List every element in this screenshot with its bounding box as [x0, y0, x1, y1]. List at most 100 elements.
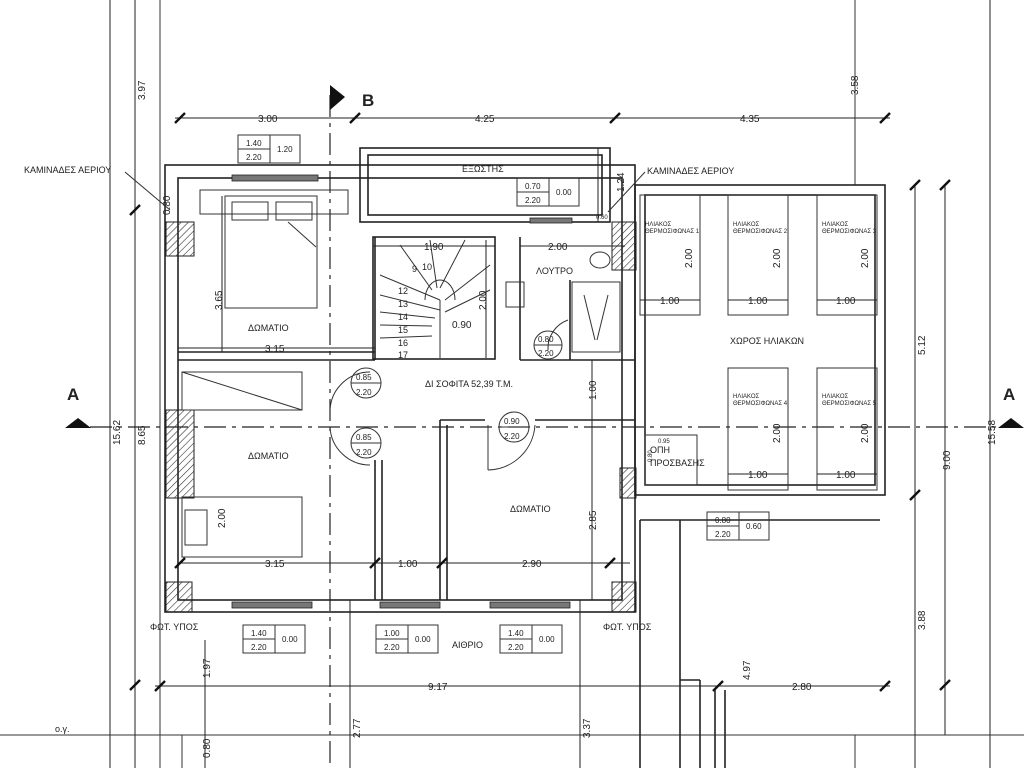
section-a-right-label: A — [1003, 385, 1015, 404]
window-sill: 0.00 — [415, 635, 431, 644]
section-b-arrow-icon — [330, 85, 345, 110]
heater-label: ΘΕΡΜΟΣΙΦΩΝΑΣ 4 — [733, 401, 788, 407]
solar-heater-4: ΗΛΙΑΚΟΣ ΘΕΡΜΟΣΙΦΩΝΑΣ 4 2.00 1.00 — [727, 367, 789, 491]
door-tags: 0.80 2.20 0.852.20 0.852.20 0.90 2.20 — [329, 319, 569, 471]
door-width: 0.80 — [538, 335, 554, 344]
dim-stair-gap: 0.90 — [452, 320, 472, 331]
dim-top-3: 4.35 — [740, 114, 760, 125]
dim-bedroom3-width: 2.90 — [522, 559, 542, 570]
dim-right-2: 5.12 — [917, 335, 928, 355]
dim-top-2: 4.25 — [475, 114, 495, 125]
stair-number: 17 — [398, 350, 408, 360]
dim-bedroom1-width: 3.15 — [265, 344, 285, 355]
dim-bottom-3: 2.77 — [352, 718, 363, 738]
heater-label: ΗΛΙΑΚΟΣ — [733, 394, 759, 400]
section-a-right-arrow-icon — [998, 418, 1024, 428]
heater-width: 1.00 — [836, 296, 856, 307]
stair-number: 14 — [398, 312, 408, 322]
room-label-bedroom-3: ΔΩΜΑΤΙΟ — [510, 504, 551, 514]
toilet — [589, 251, 611, 269]
window-width: 1.00 — [384, 629, 400, 638]
solar-heater-5: ΗΛΙΑΚΟΣ ΘΕΡΜΟΣΙΦΩΝΑΣ 5 2.00 1.00 — [816, 367, 878, 491]
dim-left-pipe: 0.80 — [162, 195, 173, 215]
heater-height: 2.00 — [684, 248, 695, 268]
stair-number: 13 — [398, 299, 408, 309]
solar-heaters: ΗΛΙΑΚΟΣ ΘΕΡΜΟΣΙΦΩΝΑΣ 1 2.00 1.00 ΗΛΙΑΚΟΣ… — [639, 194, 878, 491]
window-tag-3: 0.802.200.60 — [706, 511, 770, 541]
window-width: 1.40 — [251, 629, 267, 638]
heater-label: ΗΛΙΑΚΟΣ — [822, 222, 848, 228]
light-shaft-label-left: ΦΩΤ. ΥΠΟΣ — [150, 622, 199, 632]
heater-label: ΗΛΙΑΚΟΣ — [822, 394, 848, 400]
dim-hatch-height: 0.80 — [648, 450, 654, 462]
heater-label: ΘΕΡΜΟΣΙΦΩΝΑΣ 2 — [733, 229, 788, 235]
stair-number: 9 — [412, 264, 417, 274]
chimney-label-left: ΚΑΜΙΝΑΔΕΣ ΑΕΡΙΟΥ — [24, 165, 111, 175]
door-tag-2: 0.852.20 — [350, 367, 382, 399]
dim-stair-width: 1.90 — [424, 242, 444, 253]
heater-width: 1.00 — [748, 470, 768, 481]
window-tag-6: 1.40 2.20 0.00 — [499, 624, 563, 654]
window-tag-4: 1.40 2.20 0.00 — [242, 624, 306, 654]
dim-bedroom2-width: 3.15 — [265, 559, 285, 570]
section-a-left-label: A — [67, 385, 79, 404]
heater-label: ΗΛΙΑΚΟΣ — [733, 222, 759, 228]
window-sill: 0.00 — [539, 635, 555, 644]
dim-left-4: 1.97 — [202, 658, 213, 678]
window-width: 1.40 — [246, 139, 262, 148]
heater-height: 2.00 — [860, 248, 871, 268]
window-width: 1.40 — [508, 629, 524, 638]
door-width: 0.90 — [504, 417, 520, 426]
dimension-lines: 3.00 4.25 4.35 3.97 15.62 8.65 1.97 0.80… — [55, 0, 998, 768]
heater-width: 1.00 — [836, 470, 856, 481]
window-tag-1: 1.402.201.20 — [237, 134, 301, 164]
heater-height: 2.00 — [772, 248, 783, 268]
window-height: 2.20 — [525, 196, 541, 205]
stair-number: 12 — [398, 286, 408, 296]
dim-bedroom3-height: 2.85 — [588, 510, 599, 530]
solar-heater-3: ΗΛΙΑΚΟΣ ΘΕΡΜΟΣΙΦΩΝΑΣ 3 2.00 1.00 — [816, 194, 878, 316]
dim-bath-door: 1.00 — [588, 380, 599, 400]
window-width: 0.70 — [525, 182, 541, 191]
dim-bath-width: 2.00 — [548, 242, 568, 253]
window-sill: 0.60 — [746, 522, 762, 531]
section-a-left-arrow-icon — [65, 418, 91, 428]
window-tags: 1.402.201.20 0.702.200.00 0.802.200.60 1… — [237, 134, 770, 654]
window-width: 0.80 — [715, 516, 731, 525]
heater-label: ΘΕΡΜΟΣΙΦΩΝΑΣ 1 — [645, 229, 700, 235]
solar-heater-2: ΗΛΙΑΚΟΣ ΘΕΡΜΟΣΙΦΩΝΑΣ 2 2.00 1.00 — [727, 194, 789, 316]
stair-number: 10 — [422, 262, 432, 272]
door-height: 2.20 — [504, 432, 520, 441]
dim-hall-width: 1.00 — [398, 559, 418, 570]
window-height: 2.20 — [508, 643, 524, 652]
section-lines: B A A — [65, 85, 1024, 768]
staircase: 9 10 12 13 14 15 16 17 — [379, 239, 491, 360]
room-label-atrium: ΑΙΘΡΙΟ — [452, 640, 483, 650]
dim-hatch-width: 0.95 — [658, 439, 670, 445]
window-tag-5: 1.00 2.20 0.00 — [375, 624, 439, 654]
hatch-label-2: ΠΡΟΣΒΑΣΗΣ — [650, 458, 705, 468]
door-tag-3: 0.852.20 — [350, 427, 382, 459]
dim-bedroom1-height: 3.65 — [214, 290, 225, 310]
stair-number: 15 — [398, 325, 408, 335]
window-height: 2.20 — [246, 153, 262, 162]
window-height: 2.20 — [251, 643, 267, 652]
interior-dimensions: 3.65 3.15 3.15 1.00 2.90 2.85 1.00 1.90 … — [162, 148, 630, 600]
door-height: 2.20 — [538, 349, 554, 358]
bed — [181, 496, 303, 558]
heater-label: ΘΕΡΜΟΣΙΦΩΝΑΣ 3 — [822, 229, 877, 235]
dim-top-1: 3.00 — [258, 114, 278, 125]
window-sill: 0.00 — [282, 635, 298, 644]
dim-left-3: 8.65 — [137, 425, 148, 445]
door-width: 0.85 — [356, 373, 372, 382]
dim-bottom-1: 9.17 — [428, 682, 448, 693]
window-tag-2: 0.702.200.00 — [516, 177, 580, 207]
heater-width: 1.00 — [748, 296, 768, 307]
dim-bottom-4: 3.37 — [582, 718, 593, 738]
heater-height: 2.00 — [772, 423, 783, 443]
chimney-label-right: ΚΑΜΙΝΑΔΕΣ ΑΕΡΙΟΥ — [647, 166, 734, 176]
dim-right-4: 15.58 — [987, 420, 998, 445]
window-height: 2.20 — [384, 643, 400, 652]
door-tag-1: 0.80 2.20 — [533, 330, 563, 360]
